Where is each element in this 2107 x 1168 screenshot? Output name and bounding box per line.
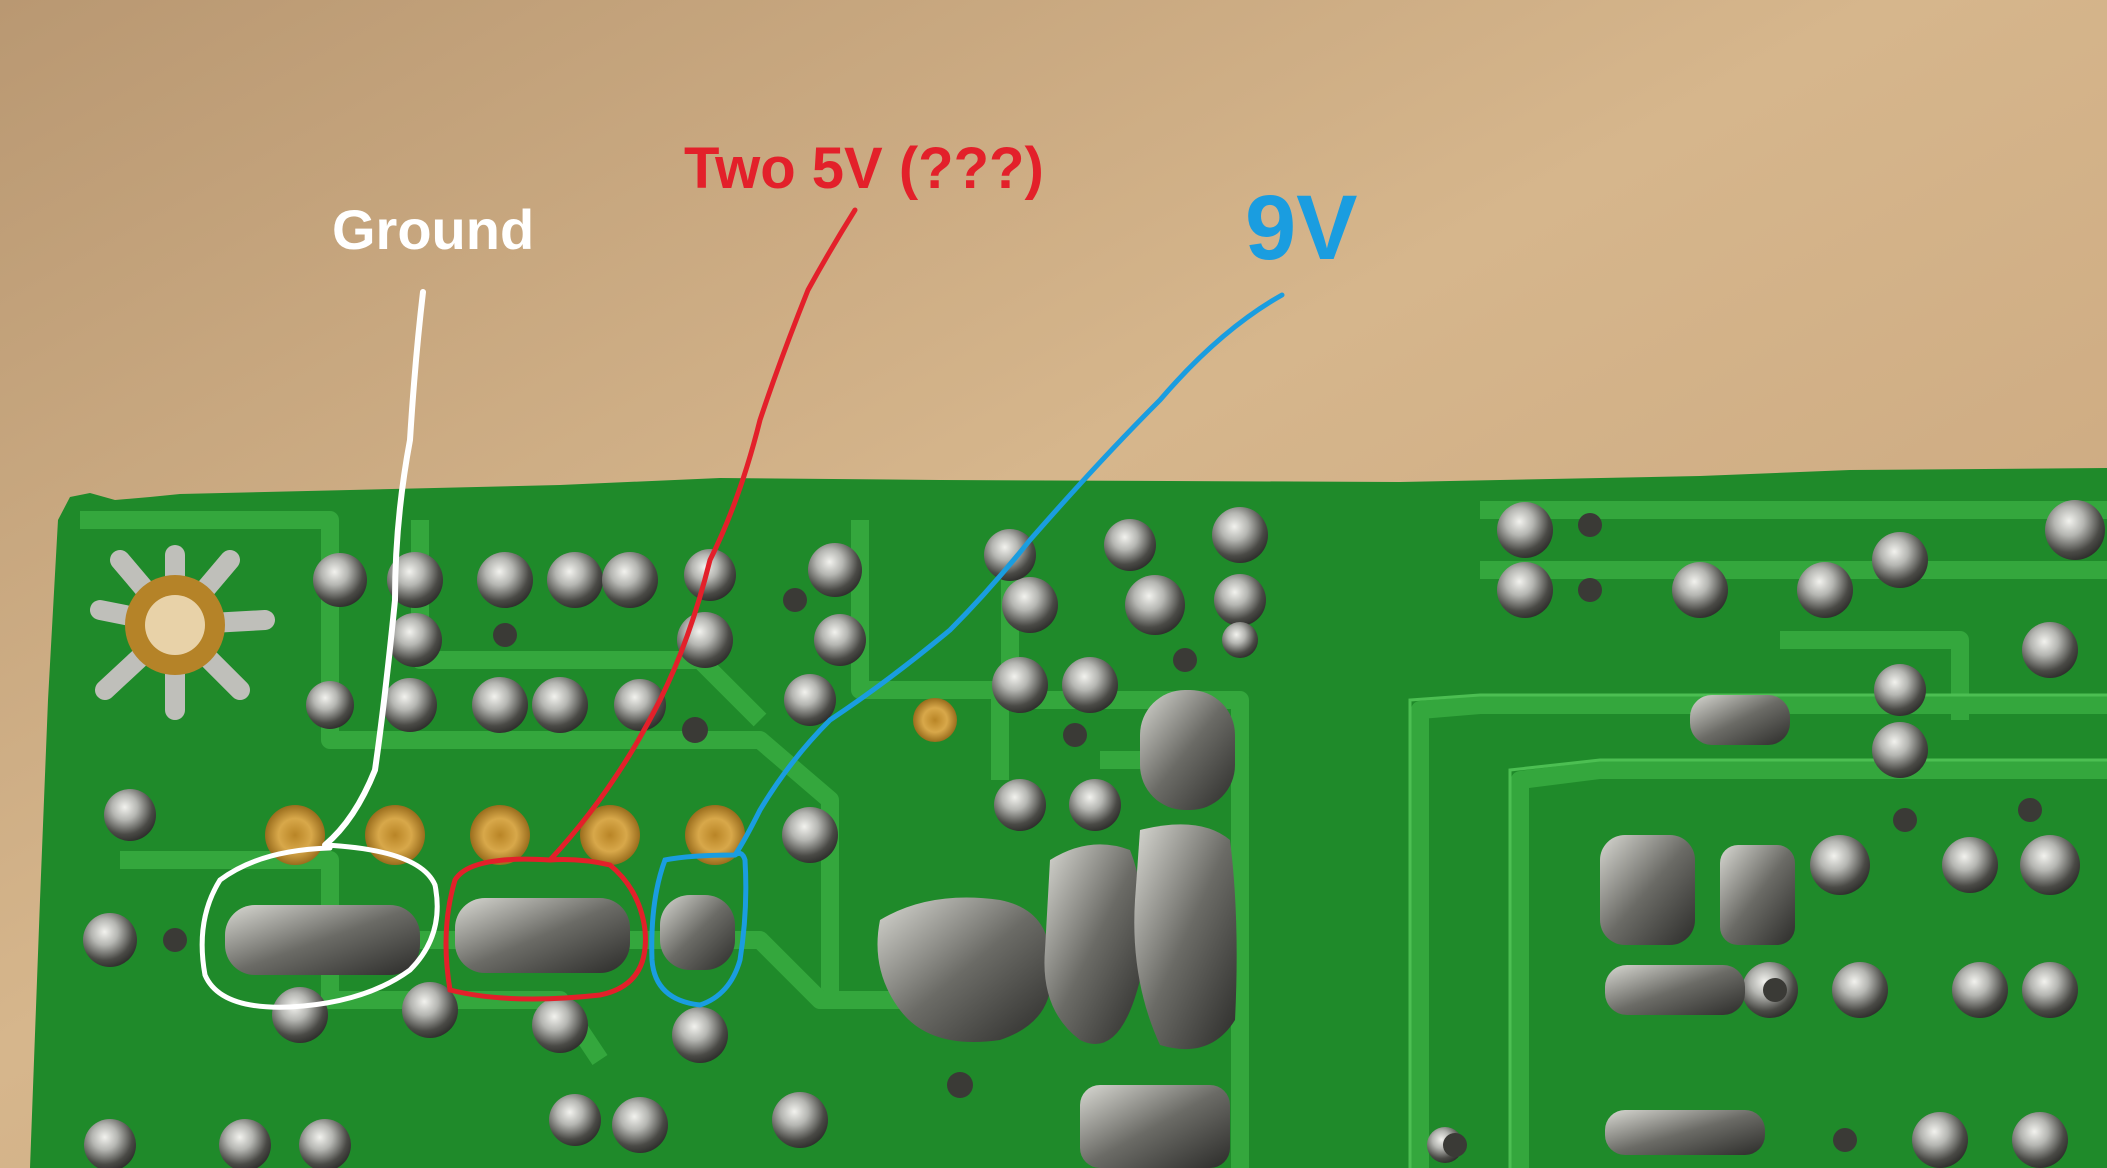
solder-joints [83, 500, 2105, 1168]
ground-label: Ground [332, 198, 535, 261]
vias [163, 513, 2042, 1157]
five-volt-annotation [443, 207, 858, 1002]
ground-annotation [199, 289, 440, 1010]
gold-pads [265, 698, 957, 865]
pcb-trace-highlights [1408, 693, 2107, 1168]
five-volt-label: Two 5V (???) [684, 136, 1044, 201]
nine-volt-label: 9V [1245, 177, 1358, 279]
solder-blobs [225, 690, 1795, 1168]
mounting-hole [90, 545, 275, 720]
nine-volt-annotation [649, 292, 1285, 1008]
